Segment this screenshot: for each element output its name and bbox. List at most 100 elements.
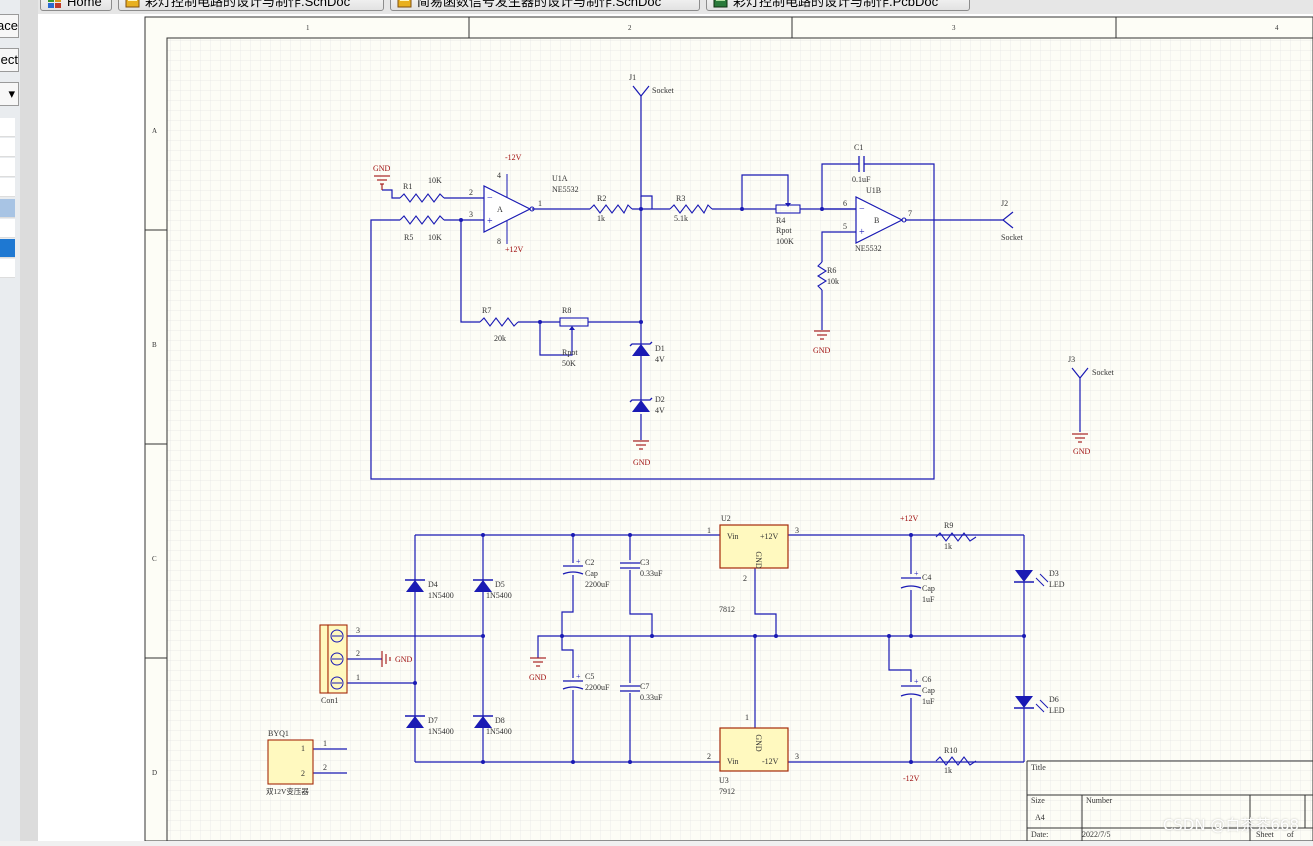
socket-symbols	[632, 85, 1089, 379]
resistor-value: 10K	[428, 233, 442, 242]
diode-value: 1N5400	[486, 727, 512, 736]
zone-col-label: 3	[952, 24, 956, 32]
power-capacitors	[562, 562, 922, 697]
title-label: Title	[1031, 763, 1046, 772]
cap-ref: C2	[585, 558, 594, 567]
title-block	[1026, 760, 1313, 841]
tab-schematic-1[interactable]: 彩灯控制电路的设计与制作.SchDoc	[118, 0, 384, 11]
pin-number: 2	[743, 574, 747, 583]
panel-list-item[interactable]	[0, 219, 15, 238]
panel-list-item[interactable]	[0, 178, 15, 197]
number-label: Number	[1086, 796, 1113, 805]
diode-ref: D1	[655, 344, 665, 353]
pin-number: 1	[301, 744, 305, 753]
cap-value: 2200uF	[585, 580, 610, 589]
resistor-ref: R9	[944, 521, 953, 530]
workspace-button[interactable]: Workspace	[0, 14, 19, 38]
polarity-marks: ++ ++	[576, 557, 919, 686]
cap-value: 1uF	[922, 595, 935, 604]
reg-out: -12V	[762, 757, 779, 766]
gnd-symbol	[814, 330, 830, 340]
panel-list-item[interactable]	[0, 259, 15, 278]
sheet-label: Sheet	[1256, 830, 1275, 839]
opamp-ref: U1B	[866, 186, 881, 195]
gnd-label: GND	[633, 458, 651, 467]
pcb-doc-icon	[713, 0, 728, 8]
resistor-value: 1k	[597, 214, 605, 223]
opamp-minus: −	[859, 204, 865, 215]
led-d3	[1014, 570, 1049, 587]
power-label: -12V	[505, 153, 522, 162]
bridge-diodes	[405, 579, 493, 728]
reg-part: 7812	[719, 605, 735, 614]
diode-ref: D2	[655, 395, 665, 404]
tab-home[interactable]: Home	[40, 0, 112, 11]
socket-value: Socket	[1001, 233, 1024, 242]
cap-type: Cap	[922, 584, 935, 593]
zone-row-label: D	[152, 769, 157, 777]
resistor-ref: R1	[403, 182, 412, 191]
opamp-unit: A	[497, 205, 503, 214]
cap-ref: C4	[922, 573, 931, 582]
panel-list-item[interactable]	[0, 138, 15, 157]
project-button[interactable]: Project	[0, 48, 19, 72]
led-value: LED	[1049, 580, 1065, 589]
resistor-ref: R2	[597, 194, 606, 203]
pin-number: 4	[497, 171, 501, 180]
opamp-minus: −	[487, 193, 493, 204]
sheet-inner-border	[166, 37, 1313, 842]
zener-d1	[629, 341, 653, 370]
gnd-symbol	[633, 440, 649, 450]
zener-d2	[629, 397, 653, 412]
tab-schematic-2[interactable]: 简易函数信号发生器的设计与制作.SchDoc	[390, 0, 700, 11]
zone-row-label: B	[152, 341, 157, 349]
left-panel: Workspace Project ▾	[0, 0, 21, 841]
pot-symbols	[559, 203, 801, 330]
gnd-label: GND	[813, 346, 831, 355]
transformer-byq1	[267, 739, 314, 785]
resistor-value: 10K	[428, 176, 442, 185]
pin-number: 1	[707, 526, 711, 535]
tab-label: 彩灯控制电路的设计与制作.SchDoc	[145, 0, 351, 9]
connector-con1	[319, 624, 348, 694]
led-ref: D6	[1049, 695, 1059, 704]
panel-list-item-hover[interactable]	[0, 199, 15, 218]
diode-ref: D7	[428, 716, 438, 725]
zone-row-label: C	[152, 555, 157, 563]
panel-list-item[interactable]	[0, 118, 15, 137]
diode-value: 1N5400	[428, 591, 454, 600]
gnd-label: GND	[395, 655, 413, 664]
opamp-u1b	[855, 196, 907, 244]
resistor-value: 20k	[494, 334, 506, 343]
diode-ref: D4	[428, 580, 438, 589]
pin-number: 8	[497, 237, 501, 246]
diode-value: 1N5400	[486, 591, 512, 600]
panel-list-item[interactable]	[0, 158, 15, 177]
resistor-value: 1k	[944, 766, 952, 775]
gnd-label: GND	[1073, 447, 1091, 456]
date-label: Date:	[1031, 830, 1048, 839]
schematic-canvas[interactable]: 1 2 3 4 A B C D	[38, 14, 1313, 842]
pin-number: 2	[469, 188, 473, 197]
reg-vin: Vin	[727, 532, 739, 541]
panel-splitter[interactable]	[20, 0, 38, 841]
pin-number: 3	[356, 626, 360, 635]
reg-ref: U2	[721, 514, 731, 523]
socket-value: Socket	[652, 86, 675, 95]
size-value: A4	[1035, 813, 1045, 822]
chevron-down-icon[interactable]: ▾	[0, 82, 19, 106]
junction-dots	[459, 207, 824, 324]
socket-value: Socket	[1092, 368, 1115, 377]
diode-value: 1N5400	[428, 727, 454, 736]
pot-value: 100K	[776, 237, 794, 246]
panel-list-item-selected[interactable]	[0, 239, 15, 258]
cap-ref: C5	[585, 672, 594, 681]
pot-type: Rpot	[776, 226, 792, 235]
tab-pcb[interactable]: 彩灯控制电路的设计与制作.PcbDoc	[706, 0, 970, 11]
power-label: +12V	[900, 514, 919, 523]
document-tab-bar: Home 彩灯控制电路的设计与制作.SchDoc 简易函数信号发生器的设计与制作…	[38, 0, 1313, 15]
cap-ref: C3	[640, 558, 649, 567]
opamp-unit: B	[874, 216, 879, 225]
schematic-doc-icon	[125, 0, 140, 8]
wires-upper	[370, 96, 1081, 480]
